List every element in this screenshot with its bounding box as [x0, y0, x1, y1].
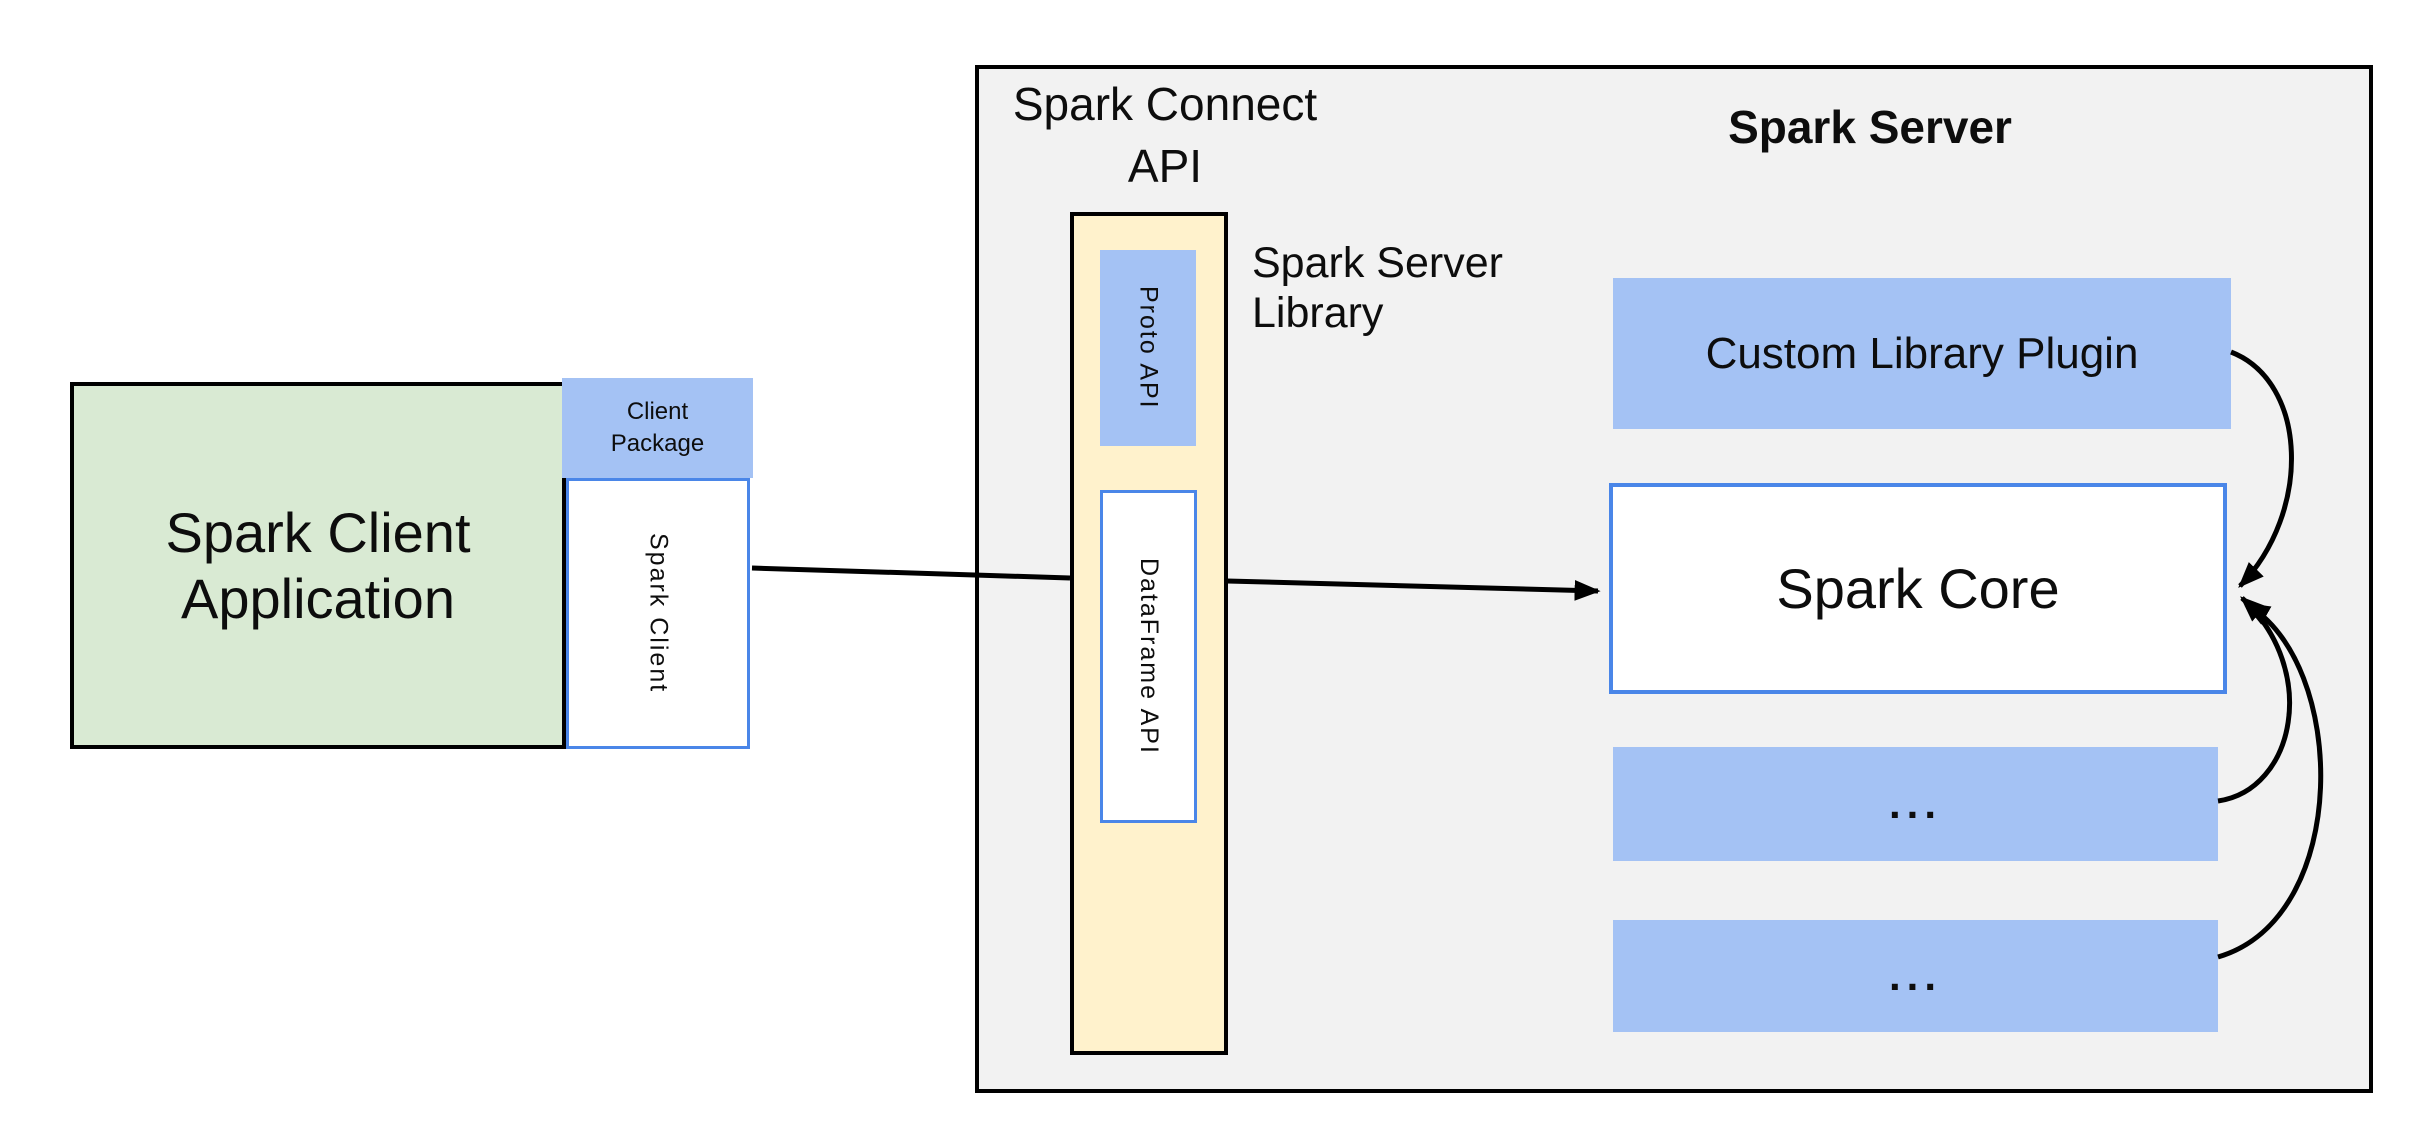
spark-server-title: Spark Server	[1728, 101, 2012, 153]
spark-client-box: Spark Client	[566, 478, 750, 749]
proto-api-box: Proto API	[1100, 250, 1196, 446]
custom-library-plugin-box: Custom Library Plugin	[1613, 278, 2231, 429]
dataframe-api-box: DataFrame API	[1100, 490, 1197, 823]
spark-core-box: Spark Core	[1609, 483, 2227, 694]
spark-client-application-box: Spark Client Application	[70, 382, 566, 749]
spark-server-library-label: Spark Server Library	[1252, 239, 1503, 337]
client-package-box: Client Package	[562, 378, 753, 478]
spark-connect-api-title: Spark Connect API	[1012, 78, 1318, 192]
server-module-bottom-box: ...	[1613, 920, 2218, 1032]
proto-api-label: Proto API	[1134, 286, 1163, 410]
server-module-top-box: ...	[1613, 747, 2218, 861]
spark-client-label: Spark Client	[644, 533, 673, 694]
dataframe-api-label: DataFrame API	[1135, 558, 1163, 755]
